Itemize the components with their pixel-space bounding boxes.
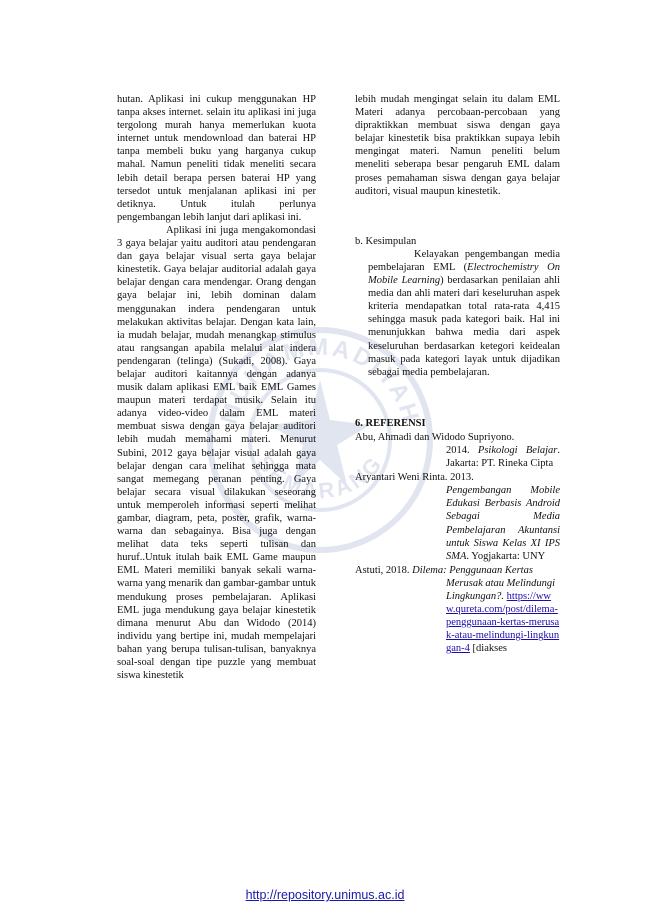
section-heading-referensi: 6. REFERENSI bbox=[355, 417, 426, 429]
right-column: lebih mudah mengingat selain itu dalam E… bbox=[355, 93, 560, 655]
conclusion-paragraph: Kelayakan pengembangan media pembelajara… bbox=[368, 248, 560, 378]
reference-link[interactable]: https://www.qureta.com/post/dilema-pengg… bbox=[446, 591, 560, 655]
conclusion-body: Kelayakan pengembangan media pembelajara… bbox=[355, 248, 560, 379]
reference-entry: Aryantari Weni Rinta. 2013. Pengembangan… bbox=[355, 472, 560, 562]
reference-entry: Astuti, 2018. Dilema: Penggunaan Kertas … bbox=[355, 564, 560, 655]
left-column: hutan. Aplikasi ini cukup menggunakan HP… bbox=[117, 93, 316, 682]
paragraph-continuation-right: lebih mudah mengingat selain itu dalam E… bbox=[355, 94, 560, 197]
paragraph-learning-styles: Aplikasi ini juga mengakomondasi 3 gaya … bbox=[117, 224, 316, 682]
subsection-heading-kesimpulan: b. Kesimpulan bbox=[355, 235, 417, 247]
reference-entry: Abu, Ahmadi dan Widodo Supriyono. 2014. … bbox=[355, 431, 560, 470]
footer-repository-link[interactable]: http://repository.unimus.ac.id bbox=[245, 888, 405, 902]
paragraph-continuation: hutan. Aplikasi ini cukup menggunakan HP… bbox=[117, 94, 316, 223]
